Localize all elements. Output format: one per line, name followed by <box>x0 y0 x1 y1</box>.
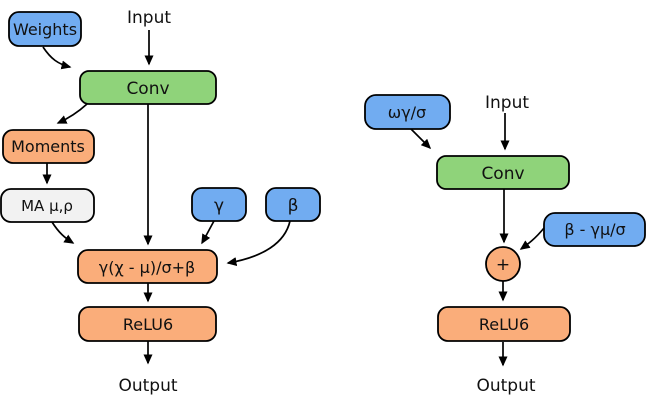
folded-weights-label: ωγ/σ <box>388 103 426 122</box>
folded-weights-box <box>364 94 451 130</box>
relu6-box <box>437 306 571 342</box>
moving-average-label: MA μ,ρ <box>21 197 73 215</box>
node-weights: Weights <box>8 11 82 47</box>
right-graph: Input Output ωγ/σ Conv β - γμ/σ + ReLU6 <box>364 93 646 396</box>
weights-label: Weights <box>13 20 77 39</box>
node-folded-bias: β - γμ/σ <box>543 212 646 247</box>
node-gamma: γ <box>191 187 247 222</box>
node-beta: β <box>265 187 321 222</box>
add-label: + <box>496 255 510 275</box>
arrow-beta-to-batchnorm <box>226 220 291 266</box>
node-folded-weights: ωγ/σ <box>364 94 451 130</box>
node-moments: Moments <box>2 129 95 164</box>
conv-box <box>436 155 570 190</box>
input-label: Input <box>127 8 171 28</box>
folded-bias-box <box>543 212 646 247</box>
arrow-conv-to-moments <box>56 103 88 124</box>
conv-label: Conv <box>126 79 169 99</box>
node-conv-left: Conv <box>79 70 217 105</box>
relu6-label: ReLU6 <box>479 315 529 334</box>
batchnorm-formula-label: γ(χ - μ)/σ+β <box>99 258 195 277</box>
relu6-box <box>78 306 217 342</box>
arrow-folded-weights-to-conv <box>410 128 432 150</box>
node-conv-right: Conv <box>436 155 570 190</box>
relu6-label: ReLU6 <box>123 315 173 334</box>
gamma-label: γ <box>214 196 224 216</box>
arrow-gamma-to-batchnorm <box>201 220 215 245</box>
conv-label: Conv <box>481 164 524 184</box>
node-moving-average: MA μ,ρ <box>0 188 95 223</box>
folded-bias-label: β - γμ/σ <box>564 220 625 239</box>
node-add: + <box>485 246 521 282</box>
add-circle <box>485 246 521 282</box>
beta-label: β <box>288 196 299 216</box>
node-relu6-left: ReLU6 <box>78 306 217 342</box>
output-label: Output <box>118 376 177 396</box>
moments-label: Moments <box>11 137 85 156</box>
beta-box <box>265 187 321 222</box>
output-label: Output <box>476 376 535 396</box>
left-graph: Input Output Weights Conv Moments MA μ,ρ… <box>0 8 321 396</box>
moving-average-box <box>0 188 95 223</box>
conv-box <box>79 70 217 105</box>
arrow-weights-to-conv <box>42 46 72 70</box>
batchnorm-formula-box <box>77 249 218 284</box>
arrow-folded-bias-to-add <box>519 227 545 250</box>
weights-box <box>8 11 82 47</box>
node-relu6-right: ReLU6 <box>437 306 571 342</box>
node-batchnorm-formula: γ(χ - μ)/σ+β <box>77 249 218 284</box>
gamma-box <box>191 187 247 222</box>
input-label: Input <box>485 93 529 113</box>
arrow-ma-to-batchnorm <box>51 221 75 244</box>
moments-box <box>2 129 95 164</box>
